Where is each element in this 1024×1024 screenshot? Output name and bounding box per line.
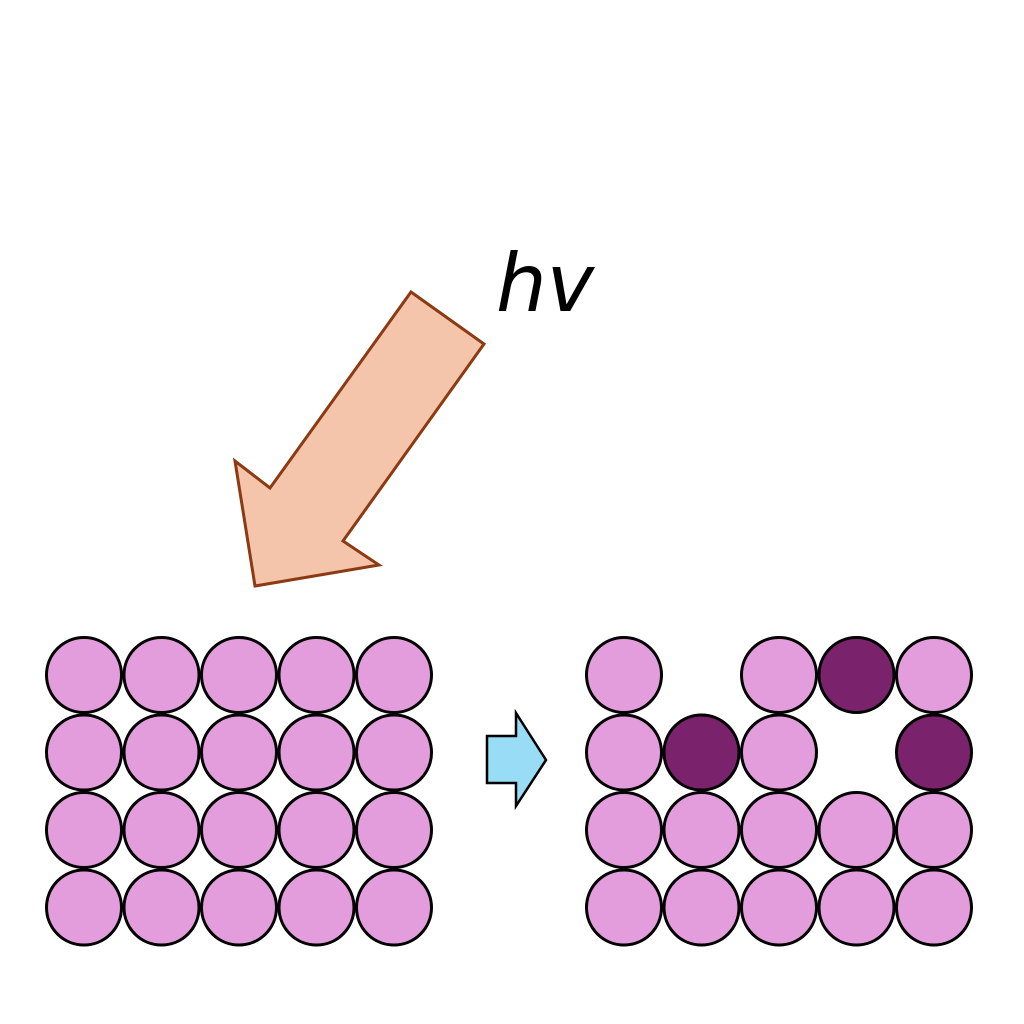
incident-light-arrow	[232, 289, 487, 588]
atom	[355, 636, 433, 714]
atom	[585, 713, 663, 792]
atom	[355, 791, 433, 869]
atom	[45, 636, 123, 714]
atom	[662, 868, 741, 947]
reaction-arrow	[485, 708, 548, 811]
photon-label: hv	[496, 237, 596, 330]
atom	[817, 791, 896, 869]
atom	[740, 868, 818, 947]
atom	[200, 713, 278, 792]
atom	[740, 636, 818, 714]
atom	[200, 868, 278, 947]
lattice-before	[45, 636, 433, 947]
atom	[122, 791, 201, 869]
excited-atom	[895, 713, 973, 792]
atom	[895, 868, 973, 947]
excited-atom	[817, 636, 896, 714]
atom	[585, 868, 663, 947]
atom	[585, 791, 663, 869]
lattice-after	[585, 636, 973, 947]
atom	[122, 636, 201, 714]
atom	[355, 868, 433, 947]
atom	[585, 636, 663, 714]
atom	[895, 791, 973, 869]
atom	[277, 636, 356, 714]
atom	[277, 713, 356, 792]
atom	[895, 636, 973, 714]
atom	[662, 791, 741, 869]
atom	[45, 713, 123, 792]
atom	[45, 791, 123, 869]
atom	[355, 713, 433, 792]
atom	[740, 791, 818, 869]
atom	[200, 636, 278, 714]
atom	[277, 868, 356, 947]
atom	[122, 868, 201, 947]
atom	[740, 713, 818, 792]
atom	[817, 868, 896, 947]
atom	[45, 868, 123, 947]
atom	[200, 791, 278, 869]
atom	[277, 791, 356, 869]
atom	[122, 713, 201, 792]
excited-atom	[662, 713, 741, 792]
